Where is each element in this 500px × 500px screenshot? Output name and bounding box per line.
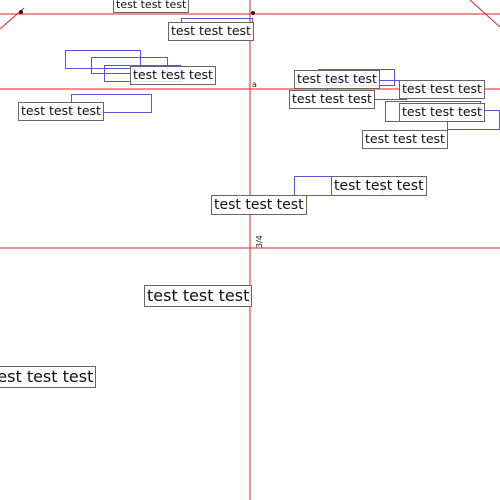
text-label[interactable]: test test test — [289, 90, 375, 109]
text-label[interactable]: test test test — [18, 102, 104, 121]
text-label[interactable]: test test test — [211, 195, 307, 215]
dot-left — [19, 10, 23, 14]
text-label[interactable]: test test test — [144, 285, 253, 307]
text-label[interactable]: test test test — [362, 130, 448, 149]
dot-center — [251, 11, 255, 15]
text-label[interactable]: test test test — [0, 366, 97, 388]
text-label[interactable]: test test test — [168, 22, 254, 41]
center-mark: a — [252, 80, 257, 89]
text-label[interactable]: test test test — [113, 0, 190, 13]
bbox — [65, 50, 141, 69]
axis-note: 3/4 — [255, 235, 264, 248]
text-label[interactable]: test test test — [331, 176, 427, 196]
guide-diagonal-right — [469, 0, 500, 28]
text-label[interactable]: test test test — [294, 70, 380, 89]
text-label[interactable]: test test test — [130, 66, 216, 85]
text-label[interactable]: test test test — [399, 103, 485, 122]
text-label[interactable]: test test test — [399, 80, 485, 99]
